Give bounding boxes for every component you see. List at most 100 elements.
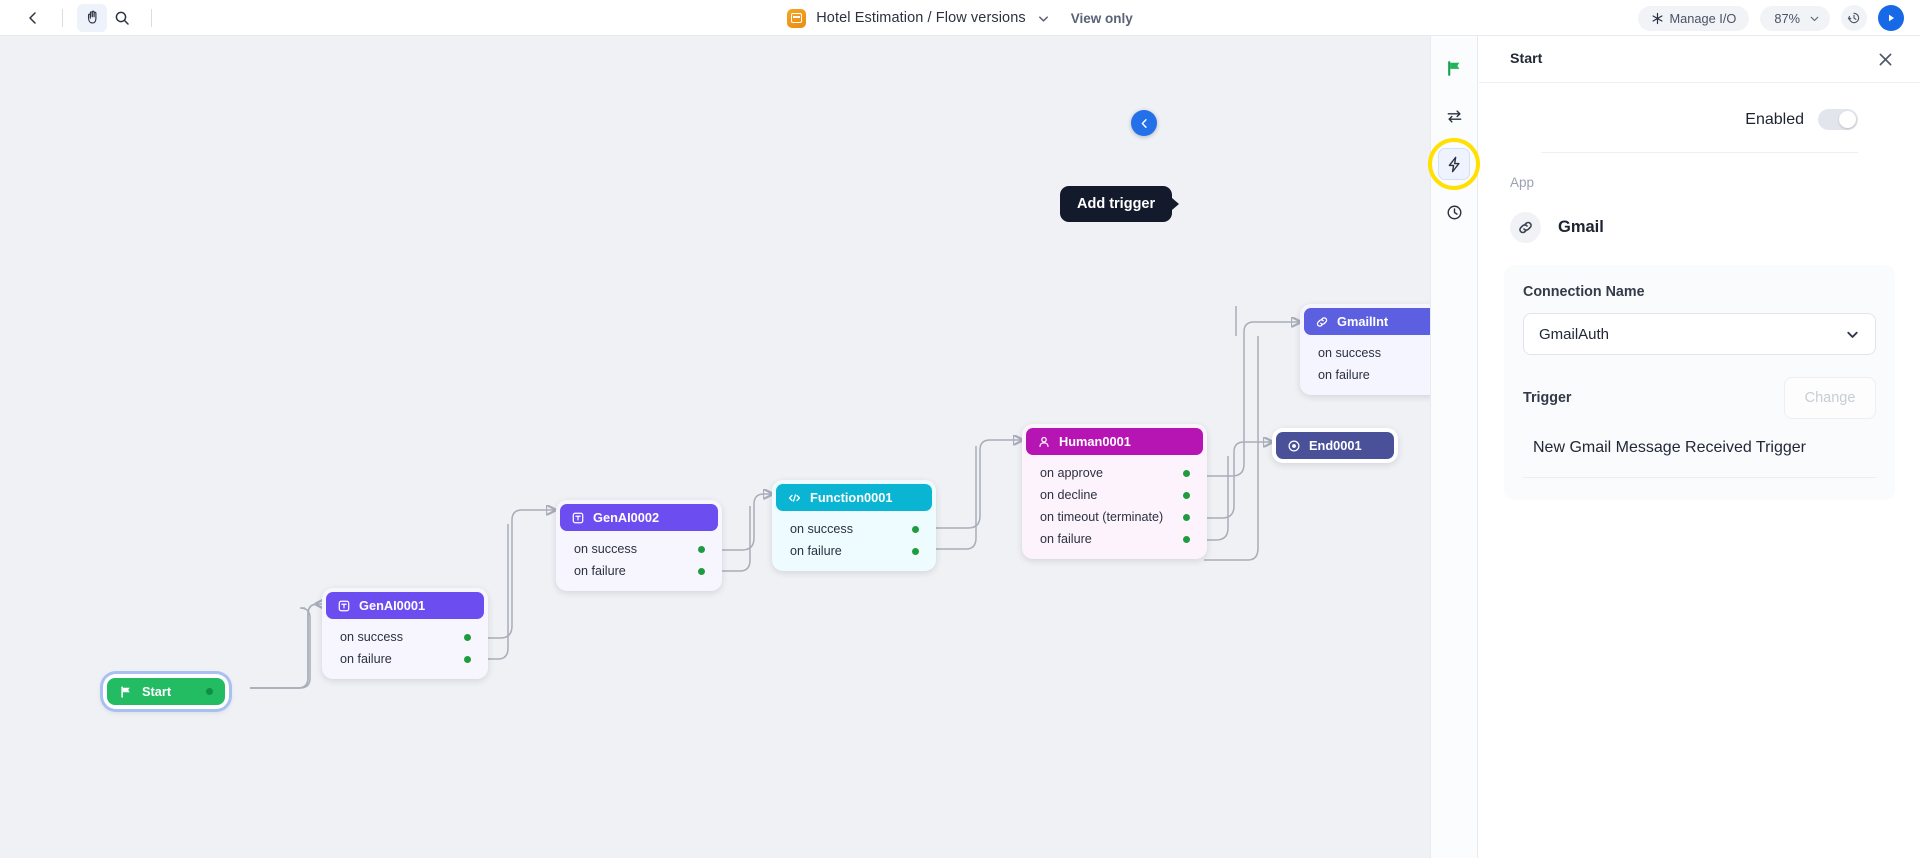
node-title: GmailInt	[1337, 314, 1389, 329]
node-function0001[interactable]: Function0001 on success on failure	[772, 480, 936, 571]
port-dot[interactable]	[698, 545, 705, 553]
port-on-failure[interactable]: on failure	[329, 648, 481, 670]
port-label: on success	[340, 630, 403, 644]
trigger-row: Trigger Change	[1523, 377, 1876, 419]
history-button[interactable]	[1841, 5, 1867, 31]
port-label: on approve	[1040, 466, 1104, 480]
port-on-failure[interactable]: on failure	[779, 540, 929, 562]
toolbar-divider-1	[62, 8, 63, 27]
play-icon	[1889, 14, 1894, 22]
node-ports: on success on failure	[776, 511, 932, 567]
manage-io-button[interactable]: Manage I/O	[1637, 5, 1750, 31]
port-label: on success	[1318, 346, 1381, 360]
pan-tool-button[interactable]	[77, 3, 107, 32]
close-icon[interactable]	[1876, 50, 1895, 69]
search-icon	[115, 11, 129, 25]
port-dot[interactable]	[1183, 535, 1190, 543]
port-dot[interactable]	[912, 525, 919, 533]
node-human0001[interactable]: Human0001 on approve on decline on timeo…	[1022, 424, 1207, 559]
port-on-failure[interactable]: on failure	[1307, 364, 1430, 386]
port-on-success[interactable]: on success	[779, 518, 929, 540]
change-trigger-button[interactable]: Change	[1784, 377, 1876, 419]
app-name: Gmail	[1558, 218, 1604, 236]
port-dot[interactable]	[464, 633, 471, 641]
search-button[interactable]	[107, 4, 137, 32]
node-start[interactable]: Start	[103, 674, 230, 709]
text-box-icon	[338, 600, 350, 611]
enabled-toggle[interactable]	[1818, 109, 1858, 130]
trigger-value[interactable]: New Gmail Message Received Trigger	[1523, 439, 1876, 478]
node-ports: on success on failure	[326, 619, 484, 675]
node-header: Human0001	[1026, 428, 1203, 455]
node-end0001[interactable]: End0001	[1272, 428, 1398, 463]
port-dot[interactable]	[1183, 491, 1190, 499]
port-on-failure[interactable]: on failure	[1029, 528, 1200, 550]
connection-select-value: GmailAuth	[1539, 325, 1610, 343]
port-dot[interactable]	[912, 547, 919, 555]
node-genai0002[interactable]: GenAI0002 on success on failure	[556, 500, 722, 591]
properties-panel: Start Enabled App Gmail Connection Name …	[1479, 36, 1920, 858]
port-dot[interactable]	[1183, 469, 1190, 477]
hand-icon	[87, 10, 96, 24]
collapse-panel-button[interactable]	[1131, 110, 1157, 136]
clock-icon	[1447, 205, 1461, 219]
text-box-icon	[572, 512, 584, 523]
chevron-down-icon[interactable]	[1036, 11, 1051, 26]
port-dot[interactable]	[1183, 513, 1190, 521]
node-ports: on success on failure	[1304, 335, 1430, 391]
view-only-label[interactable]: View only	[1070, 10, 1133, 26]
port-on-success[interactable]: on success	[563, 538, 715, 560]
toolbar-divider-2	[151, 8, 152, 27]
node-ports: on approve on decline on timeout (termin…	[1026, 455, 1203, 555]
node-title: Human0001	[1059, 434, 1131, 449]
node-title: GenAI0002	[593, 510, 660, 525]
port-on-failure[interactable]: on failure	[563, 560, 715, 582]
port-on-success[interactable]: on success	[1307, 342, 1430, 364]
rail-item-trigger[interactable]	[1428, 138, 1480, 190]
asterisk-icon	[1652, 12, 1662, 24]
clock-history-icon	[1847, 12, 1860, 24]
port-label: on failure	[574, 564, 626, 578]
panel-title: Start	[1510, 51, 1543, 67]
port-on-approve[interactable]: on approve	[1029, 462, 1200, 484]
node-ports: on success on failure	[560, 531, 718, 587]
rail-item-flag[interactable]	[1438, 52, 1470, 84]
page-title: Hotel Estimation / Flow versions	[816, 10, 1026, 26]
back-button[interactable]	[18, 4, 48, 32]
port-label: on failure	[1040, 532, 1092, 546]
rail-item-schedule[interactable]	[1438, 196, 1470, 228]
toolbar-left-group	[0, 3, 166, 32]
port-on-timeout[interactable]: on timeout (terminate)	[1029, 506, 1200, 528]
enabled-label: Enabled	[1745, 110, 1804, 128]
node-header: GenAI0002	[560, 504, 718, 531]
port-label: on failure	[1318, 368, 1370, 382]
node-header: GmailInt	[1304, 308, 1430, 335]
connection-name-label: Connection Name	[1523, 284, 1645, 300]
flow-canvas[interactable]: Add trigger Start GenAI0001 on success o…	[0, 36, 1430, 858]
port-dot[interactable]	[698, 567, 705, 575]
run-button[interactable]	[1878, 5, 1904, 31]
node-genai0001[interactable]: GenAI0001 on success on failure	[322, 588, 488, 679]
port-label: on failure	[790, 544, 842, 558]
zoom-selector[interactable]: 87%	[1760, 5, 1830, 31]
panel-header: Start	[1479, 36, 1920, 83]
panel-icon-rail	[1428, 36, 1480, 858]
zoom-level-label: 87%	[1774, 10, 1800, 26]
port-label: on failure	[340, 652, 392, 666]
lightning-icon	[1448, 156, 1460, 172]
node-title: End0001	[1309, 438, 1362, 453]
port-on-decline[interactable]: on decline	[1029, 484, 1200, 506]
port-dot[interactable]	[464, 655, 471, 663]
toolbar-right-group: Manage I/O 87%	[1637, 0, 1904, 36]
node-gmailint[interactable]: GmailInt on success on failure	[1300, 304, 1430, 395]
node-header: GenAI0001	[326, 592, 484, 619]
node-header: Function0001	[776, 484, 932, 511]
person-icon	[1039, 436, 1049, 447]
port-label: on success	[790, 522, 853, 536]
flag-icon	[1447, 60, 1459, 76]
node-title: Start	[142, 684, 172, 699]
top-toolbar: Hotel Estimation / Flow versions View on…	[0, 0, 1920, 36]
port-on-success[interactable]: on success	[329, 626, 481, 648]
rail-item-transfer[interactable]	[1438, 100, 1470, 132]
connection-select[interactable]: GmailAuth	[1523, 313, 1876, 355]
